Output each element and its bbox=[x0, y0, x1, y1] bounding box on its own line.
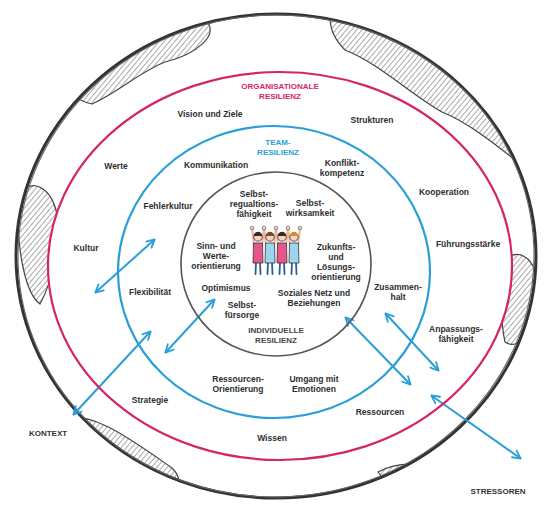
figure-hand bbox=[274, 226, 278, 230]
organisation-ring: Selbst- regualtions- fähigkeitSelbst- wi… bbox=[48, 72, 512, 460]
text-slot: Optimismus bbox=[201, 283, 252, 293]
text-slot: Zukunfts- und Lösungs- orientierung bbox=[310, 242, 363, 282]
figure-body bbox=[289, 243, 299, 263]
text-slot: INDIVIDUELLE RESILIENZ bbox=[246, 326, 307, 346]
factor-label: Wissen bbox=[257, 433, 287, 443]
text-slot: Kommunikation bbox=[184, 160, 250, 170]
figure-hair bbox=[290, 232, 298, 236]
text-slot: Ressourcen- Orientierung bbox=[211, 374, 267, 394]
factor-label: Kultur bbox=[73, 243, 98, 253]
figure-head bbox=[290, 233, 298, 241]
globe-ground bbox=[16, 14, 536, 498]
text-slot: Vision und Ziele bbox=[177, 109, 244, 119]
figure-body bbox=[265, 243, 275, 263]
text-slot: Zusammen- halt bbox=[373, 282, 424, 302]
factor-label: Vision und Ziele bbox=[177, 109, 242, 119]
factor-label: Kommunikation bbox=[184, 160, 248, 170]
text-slot: Konflikt- kompetenz bbox=[318, 158, 367, 178]
figure-hair bbox=[278, 232, 286, 236]
text-slot: Kooperation bbox=[419, 187, 471, 197]
factor-label: Ressourcen- Orientierung bbox=[211, 374, 266, 394]
factor-label: Konflikt- kompetenz bbox=[318, 158, 366, 178]
factor-label: Soziales Netz und Beziehungen bbox=[277, 288, 352, 308]
double-arrow bbox=[346, 318, 410, 384]
context-label: KONTEXT bbox=[29, 429, 67, 439]
text-slot: Sinn- und Werte- orientierung bbox=[190, 241, 243, 271]
text-slot: Kultur bbox=[73, 243, 100, 253]
double-arrow bbox=[386, 314, 438, 370]
factor-label: Flexibilität bbox=[129, 287, 171, 297]
factor-label: Zukunfts- und Lösungs- orientierung bbox=[310, 242, 362, 282]
ring-line bbox=[48, 72, 512, 460]
double-arrow bbox=[166, 300, 214, 352]
double-arrow bbox=[432, 396, 520, 458]
figure-hand bbox=[286, 226, 290, 230]
text-slot: Selbst- wirksamkeit bbox=[284, 198, 337, 218]
globe-outline bbox=[16, 14, 536, 498]
context-label: STRESSOREN bbox=[470, 487, 525, 497]
text-slot: Führungsstärke bbox=[436, 239, 502, 249]
text-slot: Fehlerkultur bbox=[143, 201, 194, 211]
team-figures bbox=[250, 226, 302, 274]
factor-label: Selbst- regualtions- fähigkeit bbox=[229, 189, 280, 219]
team-ring: Selbst- regualtions- fähigkeitSelbst- wi… bbox=[118, 126, 430, 418]
ring-outline bbox=[48, 72, 512, 460]
text-slot: Selbst- fürsorge bbox=[223, 300, 262, 320]
figure-legs bbox=[256, 262, 297, 274]
figure-hand bbox=[250, 226, 254, 230]
figure-body bbox=[253, 243, 263, 263]
factor-label: Zusammen- halt bbox=[373, 282, 423, 302]
text-slot: KONTEXT bbox=[29, 429, 69, 439]
individual-circle: Selbst- regualtions- fähigkeitSelbst- wi… bbox=[181, 172, 371, 356]
globe-sketch-line bbox=[12, 8, 540, 503]
text-slot: Soziales Netz und Beziehungen bbox=[277, 288, 353, 308]
ring-heading: TEAM- RESILIENZ bbox=[256, 138, 301, 158]
text-slot: TEAM- RESILIENZ bbox=[256, 138, 302, 158]
text-slot: Ressourcen bbox=[356, 407, 406, 417]
ring-heading: INDIVIDUELLE RESILIENZ bbox=[246, 326, 306, 346]
figure-head bbox=[266, 233, 274, 241]
figure-arms bbox=[252, 228, 300, 245]
factor-label: Selbst- wirksamkeit bbox=[284, 198, 336, 218]
factor-label: Strukturen bbox=[351, 115, 394, 125]
text-slot: STRESSOREN bbox=[470, 487, 527, 497]
text-slot: Selbst- regualtions- fähigkeit bbox=[229, 189, 281, 219]
text-slot: Werte bbox=[104, 161, 129, 171]
text-slot: Umgang mit Emotionen bbox=[288, 374, 341, 394]
factor-label: Führungsstärke bbox=[436, 239, 500, 249]
figure-body bbox=[277, 243, 287, 263]
ring-heading: ORGANISATIONALE RESILIENZ bbox=[235, 82, 325, 102]
factor-label: Kooperation bbox=[419, 187, 469, 197]
factor-label: Umgang mit Emotionen bbox=[288, 374, 340, 394]
text-slot: Wissen bbox=[257, 433, 288, 443]
double-arrow bbox=[96, 240, 154, 292]
text-slot: Strukturen bbox=[351, 115, 395, 125]
organisation-ground bbox=[48, 72, 512, 460]
factor-label: Strategie bbox=[132, 395, 168, 405]
factor-label: Ressourcen bbox=[356, 407, 405, 417]
text-slot: Strategie bbox=[132, 395, 170, 405]
continent-shape bbox=[378, 464, 444, 488]
ring-line bbox=[118, 126, 430, 418]
figure-hair bbox=[266, 232, 274, 236]
factor-label: Werte bbox=[104, 161, 127, 171]
factor-label: Optimismus bbox=[201, 283, 250, 293]
figure-hand bbox=[262, 226, 266, 230]
figure-hair bbox=[254, 232, 262, 236]
figure-hand bbox=[298, 226, 302, 230]
text-slot: ORGANISATIONALE RESILIENZ bbox=[235, 82, 326, 102]
figure-head bbox=[278, 233, 286, 241]
text-slot: Flexibilität bbox=[129, 287, 173, 297]
text-slot: Anpassungs- fähigkeit bbox=[427, 324, 486, 344]
ring-line bbox=[181, 172, 371, 356]
interaction-arrows bbox=[74, 240, 520, 458]
factor-label: Selbst- fürsorge bbox=[223, 300, 261, 320]
factor-label: Anpassungs- fähigkeit bbox=[427, 324, 485, 344]
ring-outline bbox=[118, 126, 430, 418]
factor-label: Fehlerkultur bbox=[143, 201, 192, 211]
factor-label: Sinn- und Werte- orientierung bbox=[190, 241, 242, 271]
